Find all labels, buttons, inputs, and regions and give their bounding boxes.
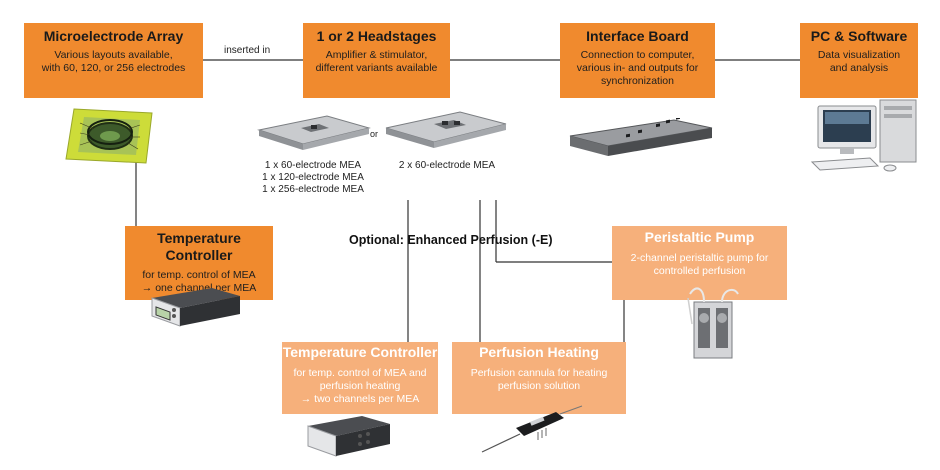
headstages-desc-2: different variants available — [315, 62, 438, 74]
headstages-title: 1 or 2 Headstages — [316, 28, 437, 44]
peristaltic-pump-box: Peristaltic Pump 2-channel peristaltic p… — [612, 226, 787, 300]
interface-desc-3: synchronization — [601, 75, 674, 87]
headstage2-caption: 2 x 60-electrode MEA — [398, 160, 496, 171]
headstages-box: 1 or 2 Headstages Amplifier & stimulator… — [303, 23, 450, 98]
perfusion-cannula-icon — [481, 405, 583, 453]
temperature-controller-icon — [151, 288, 240, 327]
interface-board-icon — [569, 118, 713, 156]
mea-desc-2: with 60, 120, or 256 electrodes — [41, 62, 186, 74]
temperature-controller-box: Temperature Controller for temp. control… — [125, 226, 273, 300]
heating-title: Perfusion Heating — [479, 344, 599, 360]
temp2-desc-3: → two channels per MEA — [300, 393, 420, 405]
pc-desc-2: and analysis — [829, 62, 889, 74]
temperature-controller-2-box: Temperature Controller for temp. control… — [282, 342, 438, 414]
pump-desc-1: 2-channel peristaltic pump for — [630, 252, 769, 264]
temp1-desc-1: for temp. control of MEA — [142, 269, 256, 281]
mea-chip-icon — [65, 108, 153, 164]
mea-desc-1: Various layouts available, — [54, 49, 173, 61]
headstages-desc-1: Amplifier & stimulator, — [325, 49, 428, 61]
pc-desc-1: Data visualization — [817, 49, 901, 61]
mea-box: Microelectrode Array Various layouts ava… — [24, 23, 203, 98]
temp2-desc-1: for temp. control of MEA and — [293, 367, 427, 379]
pc-title: PC & Software — [810, 28, 908, 44]
pump-desc-2: controlled perfusion — [653, 265, 746, 277]
headstage1-caption-3: 1 x 256-electrode MEA — [262, 184, 364, 195]
heating-desc-1: Perfusion cannula for heating — [470, 367, 608, 379]
headstage-icon — [257, 115, 371, 150]
interface-box: Interface Board Connection to computer, … — [560, 23, 715, 98]
pump-title: Peristaltic Pump — [644, 229, 755, 245]
optional-perfusion-label: Optional: Enhanced Perfusion (-E) — [349, 233, 553, 247]
pc-icon — [810, 99, 917, 172]
temp1-title: Temperature Controller — [157, 230, 241, 263]
or-label: or — [370, 129, 379, 139]
mea-title: Microelectrode Array — [43, 28, 184, 44]
pc-box: PC & Software Data visualization and ana… — [800, 23, 918, 98]
inserted-in-label: inserted in — [224, 45, 271, 56]
perfusion-heating-box: Perfusion Heating Perfusion cannula for … — [452, 342, 626, 414]
headstage1-caption-2: 1 x 120-electrode MEA — [262, 172, 364, 183]
interface-title: Interface Board — [586, 28, 689, 44]
interface-desc-2: various in- and outputs for — [576, 62, 699, 74]
headstage1-caption-1: 1 x 60-electrode MEA — [264, 160, 362, 171]
temperature-controller-icon — [307, 416, 390, 457]
interface-desc-1: Connection to computer, — [580, 49, 695, 61]
heating-desc-2: perfusion solution — [497, 380, 581, 392]
temp1-desc-2: → one channel per MEA — [141, 282, 257, 294]
temp2-desc-2: perfusion heating — [319, 380, 401, 392]
peristaltic-pump-icon — [687, 287, 739, 359]
headstage-icon — [385, 111, 507, 148]
temp2-title: Temperature Controller — [282, 344, 438, 360]
